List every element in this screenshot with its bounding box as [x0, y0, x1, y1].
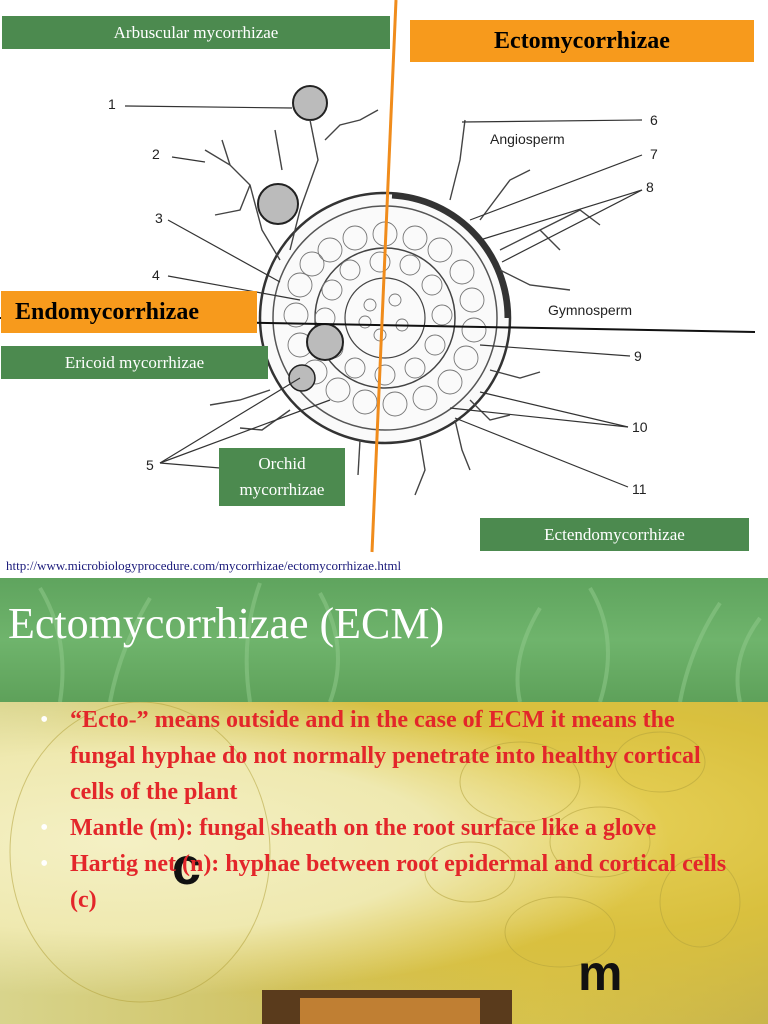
bullet-marker: • [40, 707, 49, 733]
root-outline [258, 191, 512, 445]
micrograph-photo: c m •“Ecto-” means outside and in the ca… [0, 702, 768, 1024]
label-ericoid-mycorrhizae: Ericoid mycorrhizae [1, 346, 268, 379]
fungal-mantle [391, 193, 510, 319]
callout-3: 3 [155, 210, 163, 226]
callout-7: 7 [650, 146, 658, 162]
hyphae [204, 109, 601, 496]
photo-label-m: m [578, 945, 623, 1001]
callout-1: 1 [108, 96, 116, 112]
vesicle-1 [292, 85, 328, 121]
label-ectomycorrhizae: Ectomycorrhizae [410, 20, 754, 62]
vertical-divider [370, 0, 398, 553]
root-cross-section-drawing [0, 0, 756, 553]
bullet-list: •“Ecto-” means outside and in the case o… [40, 702, 740, 918]
bullet-marker: • [40, 815, 49, 841]
callout-9: 9 [634, 348, 642, 364]
bullet-marker: • [40, 851, 49, 877]
callout-5: 5 [146, 457, 154, 473]
orchid-peloton [288, 364, 316, 392]
bullet-mantle: •Mantle (m): fungal sheath on the root s… [40, 810, 740, 846]
callout-10: 10 [632, 419, 648, 435]
label-endomycorrhizae: Endomycorrhizae [1, 291, 257, 333]
slide-title: Ectomycorrhizae (ECM) [8, 599, 445, 648]
label-orchid-mycorrhizae: Orchid mycorrhizae [219, 448, 345, 506]
label-ectendomycorrhizae: Ectendomycorrhizae [480, 518, 749, 551]
spore [257, 183, 299, 225]
angiosperm-label: Angiosperm [490, 131, 565, 147]
micrograph-texture [9, 702, 741, 1024]
label-arbuscular-mycorrhizae: Arbuscular mycorrhizae [2, 16, 390, 49]
gymnosperm-label: Gymnosperm [548, 302, 633, 318]
callout-4: 4 [152, 267, 160, 283]
source-url-link[interactable]: http://www.microbiologyprocedure.com/myc… [6, 558, 402, 573]
callout-8: 8 [646, 179, 654, 195]
leader-lines [124, 105, 643, 488]
mycorrhizae-diagram: Arbuscular mycorrhizae Ectomycorrhizae E… [0, 0, 756, 573]
bullet-ecto-definition: •“Ecto-” means outside and in the case o… [40, 702, 740, 810]
title-banner: Ectomycorrhizae (ECM) [0, 578, 768, 702]
arbuscule [306, 323, 344, 361]
grass-decoration [38, 582, 762, 702]
photo-label-c: c [172, 838, 201, 896]
callout-2: 2 [152, 146, 160, 162]
bullet-hartig-net: •Hartig net (n): hyphae between root epi… [40, 846, 740, 918]
callout-6: 6 [650, 112, 658, 128]
callout-11: 11 [632, 481, 647, 497]
